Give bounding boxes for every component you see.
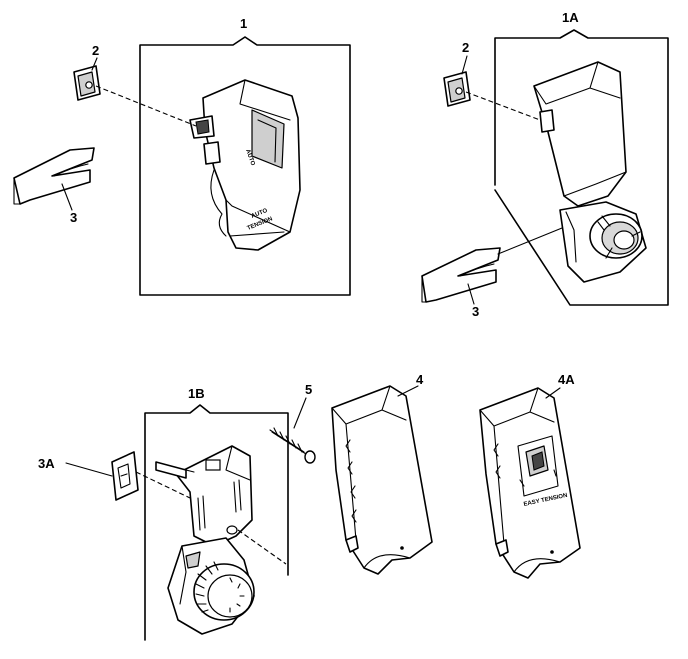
part-2-left: 2	[73, 43, 197, 127]
callout-3a: 3A	[38, 456, 55, 471]
tension-knob-1b	[167, 537, 255, 635]
dial-text: AUTO	[244, 149, 256, 167]
part-4a-cover: EASY TENSION 4A	[479, 372, 581, 579]
part-5-screw: 5	[269, 382, 316, 464]
group-1b-bracket	[144, 404, 289, 641]
callout-1b: 1B	[188, 386, 205, 401]
callout-3-left: 3	[70, 210, 77, 225]
callout-4a: 4A	[558, 372, 575, 387]
group-1a: 1A 2	[421, 10, 669, 319]
part-3-left: 3	[13, 147, 95, 225]
part-4-cover: 4	[331, 372, 433, 575]
group-1: 1 AUTO AUTO TENSION 2	[13, 16, 351, 296]
tension-bracket-1b	[155, 445, 287, 565]
callout-2-left: 2	[92, 43, 99, 58]
callout-1a: 1A	[562, 10, 579, 25]
auto-tension-knob: AUTO AUTO TENSION	[189, 79, 301, 251]
part-2-right: 2	[443, 40, 541, 121]
part-3-right: 3	[421, 227, 563, 319]
group-1b: 1B 3	[38, 386, 289, 641]
callout-1: 1	[240, 16, 247, 31]
callout-4: 4	[416, 372, 424, 387]
callout-3-right: 3	[472, 304, 479, 319]
part-3a: 3A	[38, 451, 191, 501]
group-1a-bracket	[494, 29, 669, 306]
tension-housing-1a	[533, 61, 647, 283]
callout-5: 5	[305, 382, 312, 397]
callout-2-right: 2	[462, 40, 469, 55]
group-1-bracket	[139, 36, 351, 296]
